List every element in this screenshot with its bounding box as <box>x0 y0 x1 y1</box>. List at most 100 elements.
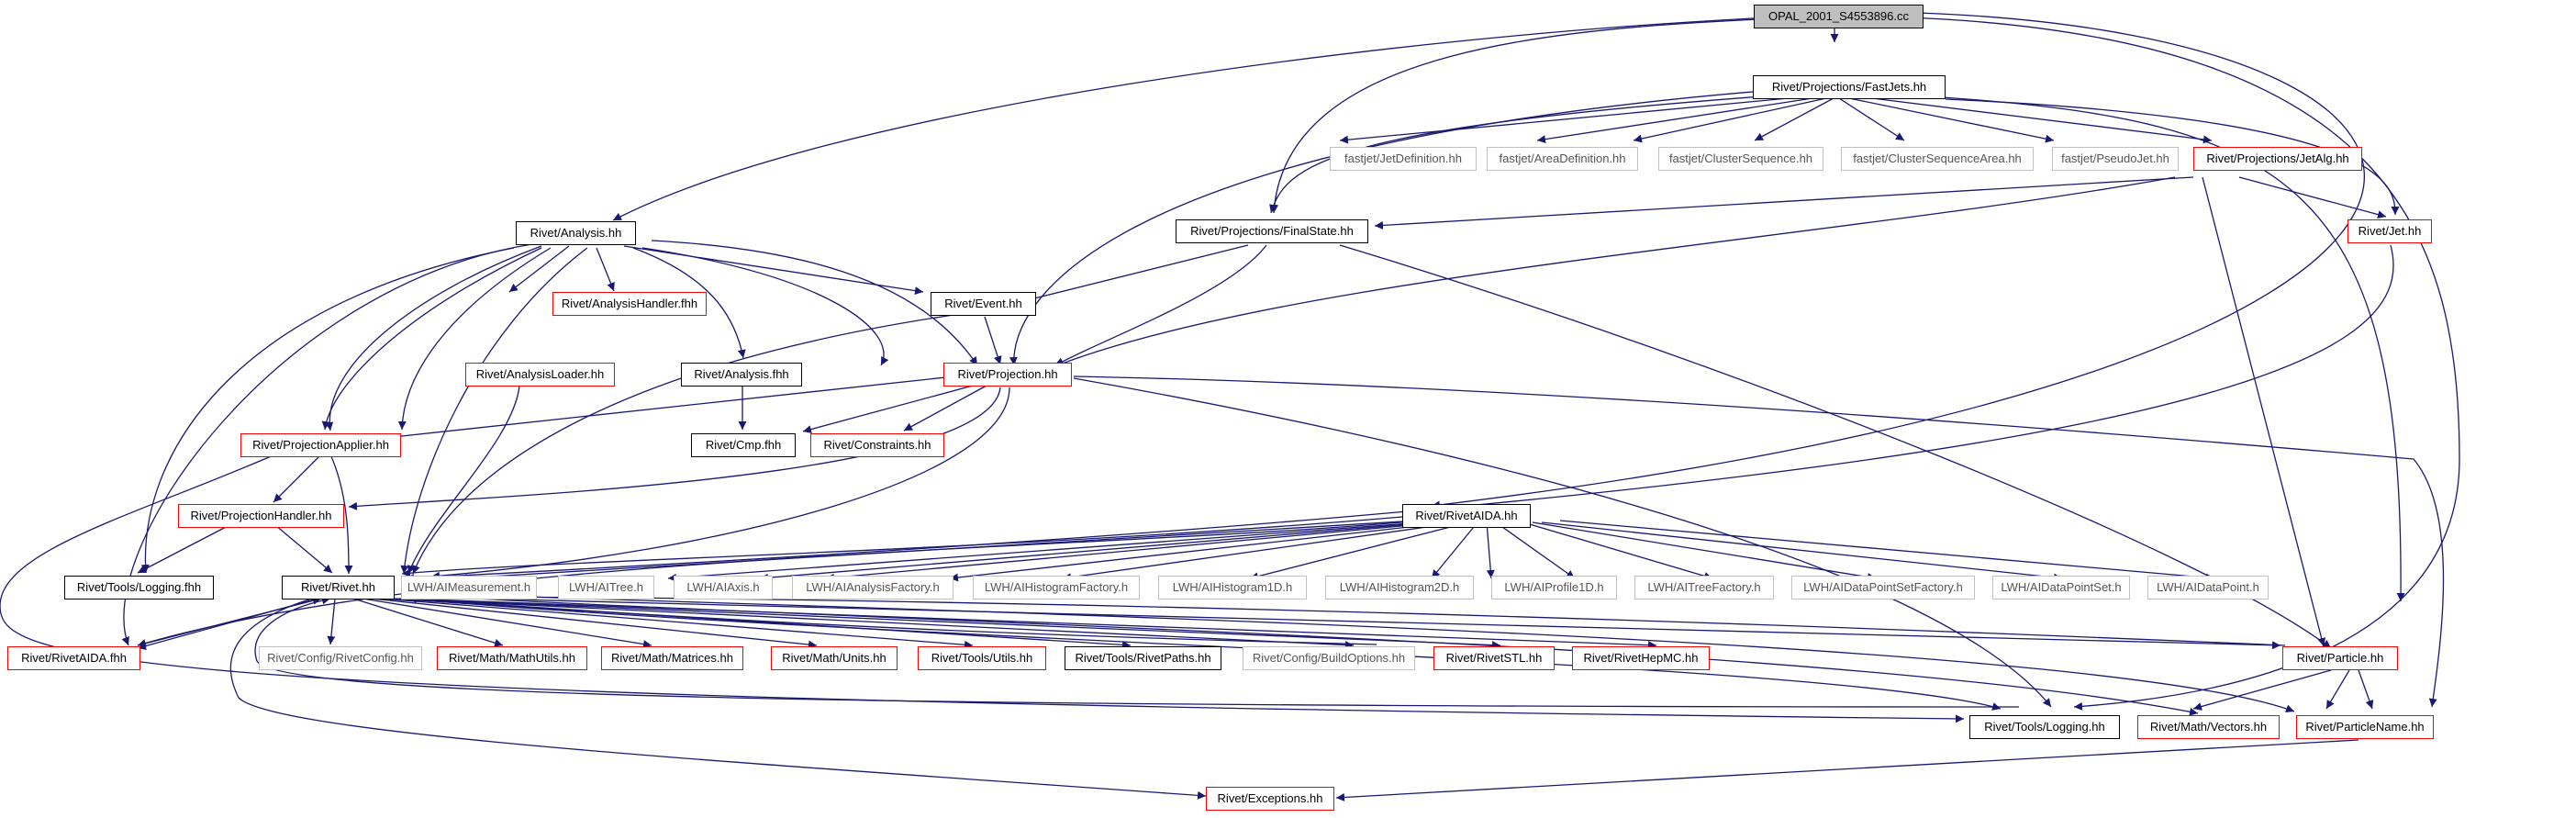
node-fastjet-jetdefinition[interactable]: fastjet/JetDefinition.hh <box>1330 147 1477 171</box>
edge <box>362 598 652 649</box>
edge <box>1559 520 2215 582</box>
edge <box>400 247 588 575</box>
node-rivetaida-hh[interactable]: Rivet/RivetAIDA.hh <box>1402 504 1531 528</box>
edge <box>1339 95 1809 144</box>
node-rivet-hh[interactable]: Rivet/Rivet.hh <box>282 576 395 599</box>
node-projectionhandler[interactable]: Rivet/ProjectionHandler.hh <box>178 504 344 528</box>
node-lwh-aihistogram1d[interactable]: LWH/AIHistogram1D.h <box>1158 576 1307 599</box>
edge <box>407 596 2281 650</box>
node-fastjet-clustersequencearea[interactable]: fastjet/ClusterSequenceArea.hh <box>1841 147 2034 171</box>
node-units[interactable]: Rivet/Math/Units.hh <box>771 646 898 670</box>
edge <box>371 598 818 649</box>
node-analysisloader[interactable]: Rivet/AnalysisLoader.hh <box>465 363 615 387</box>
edge <box>1522 521 1713 580</box>
node-root-source-file[interactable]: OPAL_2001_S4553896.cc <box>1754 5 1924 28</box>
node-projection[interactable]: Rivet/Projection.hh <box>943 363 1072 387</box>
node-fastjet-pseudojet[interactable]: fastjet/PseudoJet.hh <box>2052 147 2179 171</box>
edge <box>1431 521 1478 579</box>
node-jetalg[interactable]: Rivet/Projections/JetAlg.hh <box>2193 147 2362 171</box>
edge <box>1022 244 1249 304</box>
node-lwh-aiprofile1d[interactable]: LWH/AIProfile1D.h <box>1491 576 1617 599</box>
node-rivethepmc[interactable]: Rivet/RivetHepMC.hh <box>1572 646 1710 670</box>
edge <box>1073 375 2445 708</box>
edge <box>596 247 615 292</box>
node-exceptions[interactable]: Rivet/Exceptions.hh <box>1206 787 1334 811</box>
node-rivetconfig[interactable]: Rivet/Config/RivetConfig.hh <box>259 646 422 670</box>
edge <box>612 17 1772 221</box>
edge <box>137 596 322 646</box>
node-fastjet-areadefinition[interactable]: fastjet/AreaDefinition.hh <box>1487 147 1638 171</box>
edge <box>397 247 552 431</box>
edge <box>1374 176 2194 230</box>
node-projectionapplier[interactable]: Rivet/ProjectionApplier.hh <box>240 433 401 457</box>
node-lwh-aitreefactory[interactable]: LWH/AITreeFactory.h <box>1634 576 1774 599</box>
edge <box>407 592 2295 713</box>
edge <box>1495 521 1576 579</box>
node-analysis-hh[interactable]: Rivet/Analysis.hh <box>516 221 636 245</box>
node-finalstate[interactable]: Rivet/Projections/FinalState.hh <box>1176 219 1368 243</box>
edge <box>667 521 1423 582</box>
edge <box>229 598 1207 800</box>
node-lwh-aidatapointsetfactory[interactable]: LWH/AIDataPointSetFactory.h <box>1791 576 1975 599</box>
edge <box>1335 739 2359 801</box>
node-lwh-aianalysisfactory[interactable]: LWH/AIAnalysisFactory.h <box>792 576 953 599</box>
node-fastjet-clustersequence[interactable]: fastjet/ClusterSequence.hh <box>1658 147 1823 171</box>
node-analysis-fhh[interactable]: Rivet/Analysis.fhh <box>681 363 802 387</box>
node-mathutils[interactable]: Rivet/Math/MathUtils.hh <box>437 646 587 670</box>
node-jet[interactable]: Rivet/Jet.hh <box>2347 219 2432 243</box>
node-lwh-aihistogramfactory[interactable]: LWH/AIHistogramFactory.h <box>973 576 1140 599</box>
node-particlename[interactable]: Rivet/ParticleName.hh <box>2296 715 2434 739</box>
edge <box>1754 97 1834 141</box>
node-logging-hh[interactable]: Rivet/Tools/Logging.hh <box>1969 715 2120 739</box>
edge <box>412 311 974 575</box>
edge <box>1073 377 2052 708</box>
node-rivetaida-fhh[interactable]: Rivet/RivetAIDA.fhh <box>7 646 140 670</box>
edge <box>1541 521 2063 582</box>
edge <box>802 385 974 433</box>
edge <box>325 245 542 431</box>
edge <box>398 598 1501 650</box>
edge <box>2358 669 2374 710</box>
edge <box>458 520 1419 582</box>
edge <box>407 594 2199 716</box>
node-lwh-aihistogram2d[interactable]: LWH/AIHistogram2D.h <box>1325 576 1474 599</box>
node-logging-fhh[interactable]: Rivet/Tools/Logging.fhh <box>64 576 214 599</box>
node-constraints[interactable]: Rivet/Constraints.hh <box>810 433 944 457</box>
node-lwh-aidatapoint[interactable]: LWH/AIDataPoint.h <box>2147 576 2269 599</box>
node-vectors[interactable]: Rivet/Math/Vectors.hh <box>2137 715 2280 739</box>
node-particle[interactable]: Rivet/Particle.hh <box>2282 646 2398 670</box>
node-rivetpaths[interactable]: Rivet/Tools/RivetPaths.hh <box>1065 646 1221 670</box>
edge <box>2202 176 2326 647</box>
node-buildoptions[interactable]: Rivet/Config/BuildOptions.hh <box>1243 646 1415 670</box>
edge <box>1633 97 1827 143</box>
node-utils[interactable]: Rivet/Tools/Utils.hh <box>918 646 1046 670</box>
node-cmp-fhh[interactable]: Rivet/Cmp.fhh <box>691 433 796 457</box>
edge <box>903 385 987 431</box>
node-matrices[interactable]: Rivet/Math/Matrices.hh <box>601 646 743 670</box>
edge <box>1908 17 2460 711</box>
node-lwh-aiaxis[interactable]: LWH/AIAxis.h <box>674 576 773 599</box>
edge <box>623 245 924 296</box>
edge <box>651 240 978 366</box>
edge <box>254 596 2020 708</box>
edge <box>759 521 1433 582</box>
node-analysishandler[interactable]: Rivet/AnalysisHandler.fhh <box>552 292 707 316</box>
node-event[interactable]: Rivet/Event.hh <box>931 292 1036 316</box>
edges <box>0 12 2460 801</box>
edge <box>1054 244 1267 366</box>
edge <box>1532 521 1877 581</box>
edge <box>403 598 1657 650</box>
edge <box>632 247 746 359</box>
node-lwh-aidatapointset[interactable]: LWH/AIDataPointSet.h <box>1992 576 2130 599</box>
node-fastjets[interactable]: Rivet/Projections/FastJets.hh <box>1753 75 1946 99</box>
node-lwh-aitree[interactable]: LWH/AITree.h <box>558 576 654 599</box>
node-lwh-aimeasurement[interactable]: LWH/AIMeasurement.h <box>401 576 537 599</box>
edge <box>1270 17 1800 214</box>
edge <box>140 247 515 574</box>
edge <box>327 598 336 645</box>
edge <box>407 595 1377 645</box>
edge <box>1009 91 1754 366</box>
node-rivetstl[interactable]: Rivet/RivetSTL.hh <box>1433 646 1555 670</box>
edge <box>273 454 322 503</box>
edge <box>375 375 955 443</box>
